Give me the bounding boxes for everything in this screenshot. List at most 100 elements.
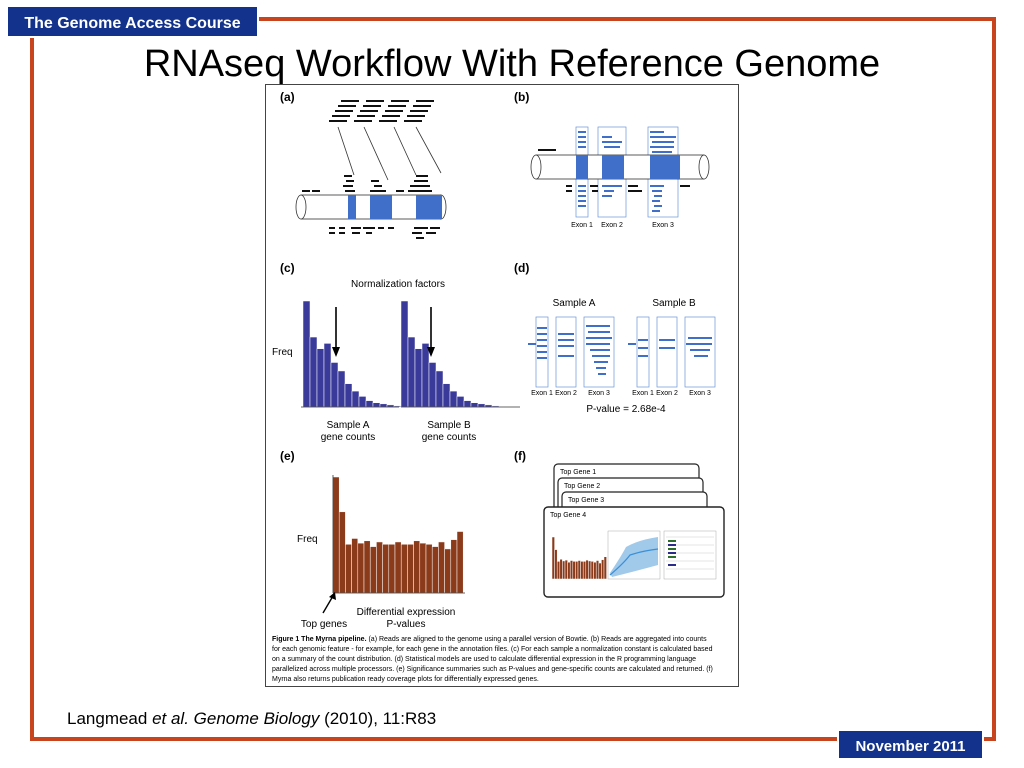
panel-c-sample-b-bar-1 [400,300,409,408]
caption-line-1-text: (a) Reads are aligned to the genome usin… [367,636,708,643]
panel-d-b-exon-2: Exon 2 [656,390,678,397]
panel-f-card-1-title: Top Gene 1 [560,469,596,476]
panel-c-sample-b-bar-4 [421,343,430,408]
panel-e-bar-20 [450,539,458,594]
citation-journal: et al. Genome Biology [152,709,320,728]
panel-c-histogram-a [302,300,402,408]
caption-line-1-bold: Figure 1 The Myrna pipeline. [272,636,367,643]
citation: Langmead et al. Genome Biology (2010), 1… [67,707,436,731]
panel-label-d: (d) [514,261,529,275]
panel-f-mini-bar-8 [569,560,574,580]
panel-d-exon-boxes [535,316,716,388]
panel-c-sample-b-bar-9 [456,396,465,408]
panel-d-b-exon-3: Exon 3 [689,390,711,397]
panel-f-card-2-title: Top Gene 2 [564,483,600,490]
panel-c-sample-b-bar-5 [428,362,437,408]
panel-label-e: (e) [280,449,295,463]
caption-line-2: for each genomic feature - for example, … [272,646,713,653]
figure-caption: Figure 1 The Myrna pipeline. (a) Reads a… [272,636,713,683]
panel-e-bar-18 [438,541,445,594]
myrna-figure: (a) (b) (c) (d) (e) (f) [265,84,739,687]
panel-c-sample-b-line2: gene counts [422,432,477,443]
panel-c-sample-b-bar-10 [463,400,472,408]
panel-c-title: Normalization factors [351,279,445,290]
panel-f-mini-bar-19 [598,562,602,580]
panel-e-bar-16 [425,544,433,594]
panel-f-card-3-title: Top Gene 3 [568,497,604,504]
panel-f-mini-bar-15 [588,560,592,580]
panel-d-sample-b: Sample B [652,298,696,309]
panel-e-arrow [322,592,336,614]
panel-c-sample-a-bar-11 [372,402,381,408]
panel-f-mini-bar-10 [575,561,579,580]
caption-line-5: Myrna also returns publication ready cov… [272,676,539,683]
panel-f-mini-bar-6 [564,559,568,580]
panel-b-genome-cylinder [530,154,710,180]
panel-f-mini-bar-21 [603,556,607,580]
figure-canvas: (a) (b) (c) (d) (e) (f) [272,90,725,683]
panel-a-arrows [337,126,442,181]
panel-f-mini-bar-14 [585,559,589,580]
panel-e-bar-19 [444,548,452,594]
panel-c-sample-b-bar-11 [470,402,479,408]
panel-f-mini-histogram [551,536,607,580]
panel-e-histogram [332,476,464,594]
panel-e-bar-3 [345,544,352,594]
panel-d-b-exon-1: Exon 1 [632,390,654,397]
panel-d-a-exon-1: Exon 1 [531,390,553,397]
panel-f-mini-bar-18 [595,560,600,580]
panel-b-unassigned-reads [538,149,690,192]
citation-details: (2010), 11:R83 [319,709,437,728]
panel-f-mini-bar-16 [590,561,594,580]
citation-authors: Langmead [67,709,153,728]
panel-e-bar-15 [419,542,427,594]
panel-f-mini-bar-7 [567,561,571,580]
panel-c-sample-a-line2: gene counts [321,432,376,443]
panel-e-bar-8 [376,541,383,594]
panel-f-mini-bar-11 [577,560,581,580]
panel-b-reads [578,131,676,212]
panel-e-bar-13 [407,544,414,594]
panel-e-bar-12 [400,544,408,594]
panel-c-sample-a-bar-2 [309,336,318,408]
panel-f-mini-bar-3 [556,561,561,580]
panel-f-mini-bar-1 [551,536,555,580]
panel-f-mini-bar-5 [562,560,566,580]
panel-e-ylabel: Freq [297,534,318,545]
panel-e-xlabel-line1: Differential expression [357,607,456,618]
panel-label-b: (b) [514,90,529,104]
panel-c-sample-a-bar-1 [302,300,311,408]
panel-e-bar-2 [338,511,346,594]
panel-e-bar-10 [388,544,396,594]
panel-e-bar-1 [332,476,340,594]
panel-e-bar-17 [431,546,439,594]
panel-d-sample-a: Sample A [553,298,596,309]
panel-c-sample-a-line1: Sample A [327,420,370,431]
panel-e-bar-6 [363,540,371,594]
panel-e-bar-11 [394,541,402,594]
panel-c-sample-b-bar-3 [414,348,423,408]
panel-c-histogram-b [400,300,500,408]
panel-c-sample-b-bar-6 [435,370,444,408]
panel-c-sample-a-bar-5 [330,362,339,408]
panel-e-top-genes: Top genes [301,619,347,630]
panel-label-a: (a) [280,90,295,104]
panel-f-card-4-title: Top Gene 4 [550,512,586,519]
panel-b-exon-label-1: Exon 1 [571,222,593,229]
panel-e-significance: Freq Top genes Differential expression P… [297,475,465,630]
course-badge: The Genome Access Course [6,5,259,38]
caption-line-1: Figure 1 The Myrna pipeline. (a) Reads a… [272,636,707,643]
panel-a-aligned-reads-bottom [329,227,440,239]
panel-d-pvalue: P-value = 2.68e-4 [586,404,666,415]
caption-line-4: parallelized across multiple processors.… [272,666,713,673]
panel-c-sample-b-line1: Sample B [427,420,471,431]
panel-f-mini-bar-20 [601,559,605,580]
panel-e-bar-9 [382,544,390,594]
panel-f-mini-bar-4 [559,559,563,580]
panel-c-normalization: Normalization factors Freq Sample A gene… [272,279,520,443]
panel-b-exon-label-2: Exon 2 [601,222,623,229]
panel-c-sample-a-bar-6 [337,370,346,408]
panel-c-sample-a-bar-4 [323,343,332,408]
panel-c-sample-b-bar-8 [449,390,458,408]
panel-c-sample-a-bar-3 [316,348,325,408]
